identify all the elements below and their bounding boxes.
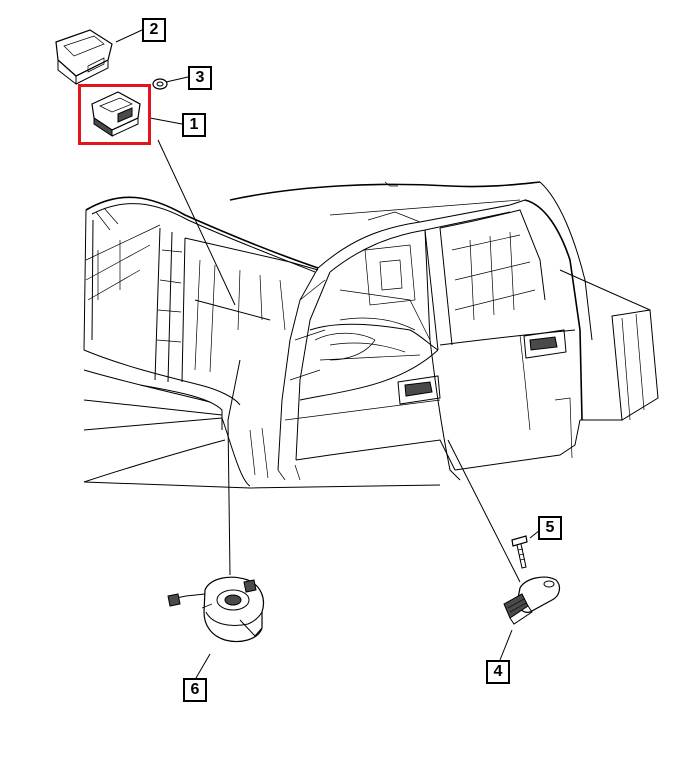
callout-6: 6 bbox=[183, 678, 207, 702]
callout-1: 1 bbox=[182, 113, 206, 137]
part-1-highlight-box bbox=[78, 84, 151, 145]
callout-3: 3 bbox=[188, 66, 212, 90]
part-3-nut bbox=[152, 78, 168, 90]
part-6-clockspring bbox=[167, 576, 265, 643]
callout-2: 2 bbox=[142, 18, 166, 42]
part-5-bolt bbox=[511, 535, 528, 569]
leader-lines bbox=[115, 29, 541, 679]
part-2-module bbox=[55, 29, 113, 86]
callout-4: 4 bbox=[486, 660, 510, 684]
part-1-module bbox=[91, 91, 141, 137]
truck-body-outline bbox=[83, 181, 659, 489]
part-4-sensor bbox=[503, 576, 561, 625]
callout-5: 5 bbox=[538, 516, 562, 540]
